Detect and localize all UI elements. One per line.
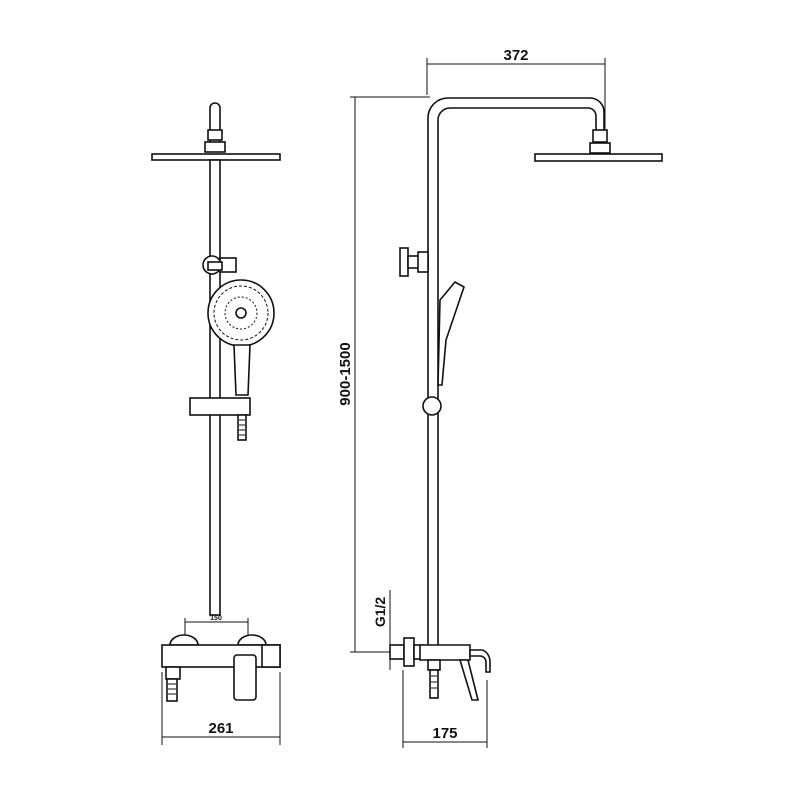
hand-shower-head xyxy=(207,279,275,347)
side-mixer-body xyxy=(419,644,471,661)
side-lever xyxy=(458,659,480,701)
side-hand-shower xyxy=(437,280,465,386)
side-view: 372 900-1500 G1/2 175 xyxy=(337,47,663,748)
front-width-label: 261 xyxy=(208,720,233,737)
height-range-label: 900-1500 xyxy=(337,342,354,405)
side-depth-label: 175 xyxy=(432,725,457,742)
inlet-thread-label: G1/2 xyxy=(372,597,388,628)
front-riser-rail xyxy=(209,159,221,616)
arm-length-label: 372 xyxy=(503,47,528,64)
front-mixer-lever xyxy=(233,654,257,701)
side-inlet-nut xyxy=(403,637,415,667)
front-view: 150 261 xyxy=(151,102,281,745)
slider-bracket xyxy=(189,397,251,416)
top-gooseneck xyxy=(209,102,221,150)
side-slider xyxy=(422,396,442,416)
hand-shower-handle xyxy=(233,344,251,396)
valve-spacing-label: 150 xyxy=(210,615,222,622)
side-rain-head xyxy=(534,153,663,162)
side-spout xyxy=(469,649,491,673)
front-rain-head xyxy=(151,153,281,161)
shower-arm xyxy=(427,97,605,645)
